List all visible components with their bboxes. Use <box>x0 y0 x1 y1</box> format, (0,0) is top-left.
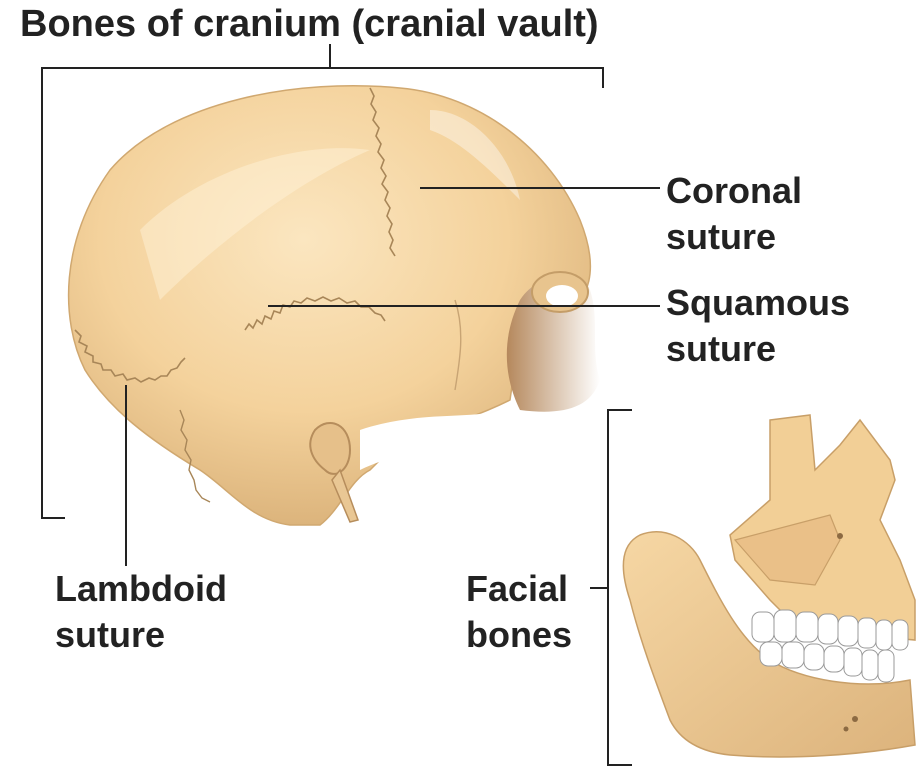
label-line: bones <box>466 612 572 658</box>
label-line: suture <box>666 214 802 260</box>
diagram-title: Bones of cranium (cranial vault) <box>20 0 599 48</box>
facial-bones-label: Facial bones <box>466 566 572 658</box>
label-line: Coronal <box>666 168 802 214</box>
label-line: suture <box>666 326 850 372</box>
squamous-suture-label: Squamous suture <box>666 280 850 372</box>
coronal-suture-label: Coronal suture <box>666 168 802 260</box>
label-line: Facial <box>466 566 572 612</box>
lambdoid-suture-label: Lambdoid suture <box>55 566 227 658</box>
label-line: Squamous <box>666 280 850 326</box>
label-line: Lambdoid <box>55 566 227 612</box>
label-line: suture <box>55 612 227 658</box>
